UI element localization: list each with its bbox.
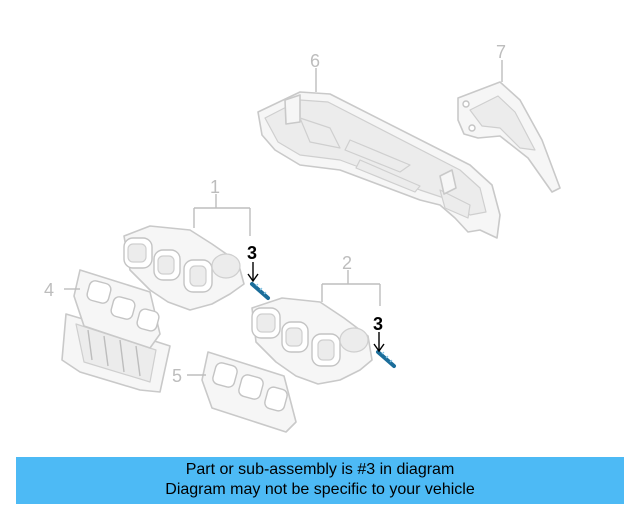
callout-part-5: 5 <box>172 366 182 386</box>
gasket-part-5 <box>201 351 297 433</box>
exhaust-manifold-part-2 <box>251 297 373 385</box>
gasket-part-4 <box>73 269 161 349</box>
info-banner: Part or sub-assembly is #3 in diagram Di… <box>16 457 624 504</box>
exhaust-manifold-part-1 <box>123 225 245 311</box>
banner-line-part-number: Part or sub-assembly is #3 in diagram <box>185 461 455 478</box>
callout-part-3-upper: 3 <box>247 243 257 263</box>
bracket-part-7 <box>457 81 561 193</box>
callout-part-1: 1 <box>210 177 220 197</box>
callout-part-6: 6 <box>310 51 320 71</box>
heat-shield-part-6 <box>257 91 501 239</box>
banner-line-disclaimer: Diagram may not be specific to your vehi… <box>165 481 475 498</box>
leader-lines <box>64 60 503 376</box>
bolt-part-3-upper <box>250 282 270 300</box>
callout-part-4: 4 <box>44 280 54 300</box>
heat-shield-part-4 <box>61 313 171 393</box>
callout-part-2: 2 <box>342 253 352 273</box>
callout-part-3-lower: 3 <box>373 314 383 334</box>
callout-part-7: 7 <box>496 42 506 62</box>
bolt-part-3-lower <box>376 350 396 368</box>
